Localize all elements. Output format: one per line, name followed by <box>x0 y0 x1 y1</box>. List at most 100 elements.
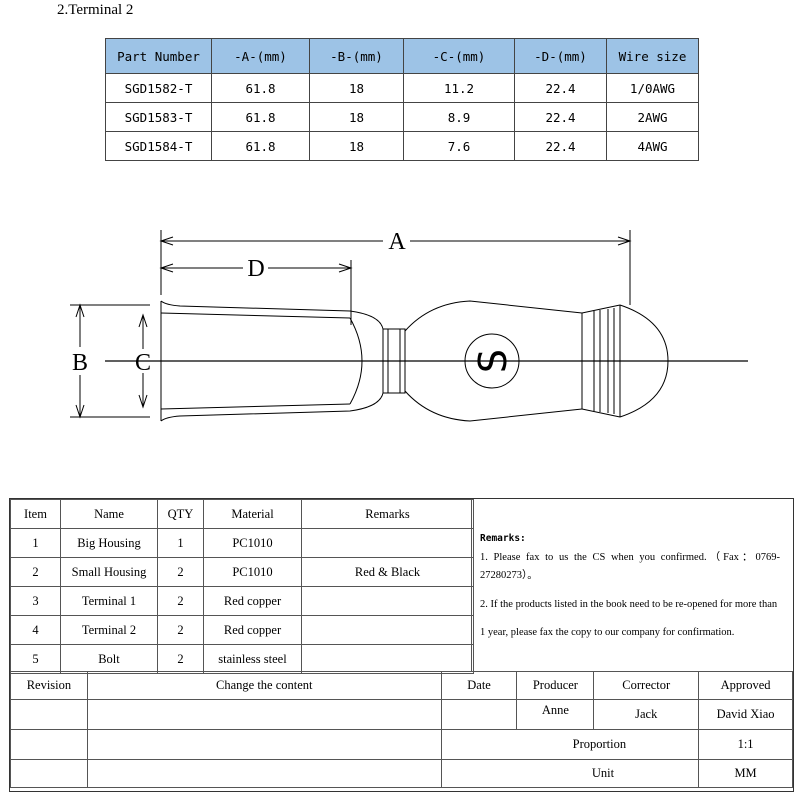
items-cell: 2 <box>157 557 204 587</box>
change-cell <box>86 729 442 760</box>
spec-row: SGD1583-T 61.8 18 8.9 22.4 2AWG <box>105 102 699 132</box>
spec-cell: 61.8 <box>211 131 310 161</box>
spec-table: Part Number -A-(mm) -B-(mm) -C-(mm) -D-(… <box>105 38 699 161</box>
items-header-cell: QTY <box>157 499 204 529</box>
items-cell: Red & Black <box>301 557 474 587</box>
spec-cell: 7.6 <box>403 131 515 161</box>
remarks-line-1: 1. Please fax to us the CS when you conf… <box>480 552 780 581</box>
items-cell: Red copper <box>203 586 302 616</box>
items-header-cell: Name <box>60 499 158 529</box>
unit-row: Unit MM <box>10 759 793 788</box>
revision-names-row: Anne Jack David Xiao <box>10 699 793 730</box>
items-cell: 3 <box>10 586 61 616</box>
dimension-a-label: A <box>388 229 406 255</box>
spec-header-cell: Wire size <box>606 38 699 74</box>
items-cell <box>301 528 474 558</box>
spec-cell: SGD1582-T <box>105 73 212 103</box>
change-cell <box>86 699 442 730</box>
items-cell: 4 <box>10 615 61 645</box>
revision-header: Revision <box>10 671 88 700</box>
page-heading: 2.Terminal 2 <box>57 2 134 18</box>
items-cell: 2 <box>157 615 204 645</box>
spec-cell: 22.4 <box>514 131 607 161</box>
items-cell: PC1010 <box>203 557 302 587</box>
items-cell: Terminal 1 <box>60 586 158 616</box>
producer-name: Anne <box>516 699 595 730</box>
items-cell: PC1010 <box>203 528 302 558</box>
spec-cell: 4AWG <box>606 131 699 161</box>
revision-table: Revision Change the content Date Produce… <box>10 671 793 788</box>
items-row: 2 Small Housing 2 PC1010 Red & Black <box>10 557 474 587</box>
items-cell: Terminal 2 <box>60 615 158 645</box>
bill-of-materials-block: Item Name QTY Material Remarks 1 Big Hou… <box>9 498 794 792</box>
items-header-row: Item Name QTY Material Remarks <box>10 499 474 529</box>
spec-cell: SGD1584-T <box>105 131 212 161</box>
items-row: 1 Big Housing 1 PC1010 <box>10 528 474 558</box>
approved-name: David Xiao <box>698 699 793 730</box>
corrector-name: Jack <box>593 699 700 730</box>
terminal-drawing: A D B C S <box>70 229 748 422</box>
spec-header-cell: -B-(mm) <box>309 38 404 74</box>
unit-label: Unit <box>440 759 700 788</box>
dimension-b-label: B <box>72 350 88 376</box>
items-cell: 1 <box>10 528 61 558</box>
spec-cell: 22.4 <box>514 73 607 103</box>
items-cell: 2 <box>157 644 204 674</box>
remarks-panel: Remarks: 1. Please fax to us the CS when… <box>471 499 794 671</box>
spec-cell: 1/0AWG <box>606 73 699 103</box>
spec-row: SGD1582-T 61.8 18 11.2 22.4 1/0AWG <box>105 73 699 103</box>
items-cell: 2 <box>10 557 61 587</box>
items-cell: 1 <box>157 528 204 558</box>
revision-header-row: Revision Change the content Date Produce… <box>10 671 793 700</box>
spec-cell: 61.8 <box>211 102 310 132</box>
spec-header-cell: -D-(mm) <box>514 38 607 74</box>
spec-cell: 2AWG <box>606 102 699 132</box>
spec-row: SGD1584-T 61.8 18 7.6 22.4 4AWG <box>105 131 699 161</box>
spec-cell: 8.9 <box>403 102 515 132</box>
spec-cell: 11.2 <box>403 73 515 103</box>
spec-cell: SGD1583-T <box>105 102 212 132</box>
items-header-cell: Item <box>10 499 61 529</box>
spec-cell: 18 <box>309 131 404 161</box>
remarks-line-2: 2. If the products listed in the book ne… <box>480 599 778 638</box>
items-cell: Small Housing <box>60 557 158 587</box>
items-cell: 2 <box>157 586 204 616</box>
items-row: 3 Terminal 1 2 Red copper <box>10 586 474 616</box>
proportion-label: Proportion <box>440 729 700 760</box>
dimension-c-label: C <box>135 350 151 376</box>
items-cell: Red copper <box>203 615 302 645</box>
spec-header-cell: -C-(mm) <box>403 38 515 74</box>
proportion-value: 1:1 <box>698 729 793 760</box>
corrector-header: Corrector <box>593 671 700 700</box>
items-cell: Big Housing <box>60 528 158 558</box>
spec-header-cell: -A-(mm) <box>211 38 310 74</box>
items-cell: Bolt <box>60 644 158 674</box>
spec-header-cell: Part Number <box>105 38 212 74</box>
date-cell <box>440 699 518 730</box>
spec-cell: 61.8 <box>211 73 310 103</box>
items-row: 5 Bolt 2 stainless steel <box>10 644 474 674</box>
items-header-cell: Material <box>203 499 302 529</box>
unit-value: MM <box>698 759 793 788</box>
remarks-title: Remarks: <box>480 533 526 544</box>
change-cell <box>86 759 442 788</box>
date-header: Date <box>440 671 518 700</box>
items-cell <box>301 644 474 674</box>
spec-cell: 18 <box>309 102 404 132</box>
revision-cell <box>10 729 88 760</box>
spec-cell: 18 <box>309 73 404 103</box>
items-row: 4 Terminal 2 2 Red copper <box>10 615 474 645</box>
revision-cell <box>10 699 88 730</box>
items-cell: stainless steel <box>203 644 302 674</box>
items-cell: 5 <box>10 644 61 674</box>
change-content-header: Change the content <box>86 671 442 700</box>
spec-header-row: Part Number -A-(mm) -B-(mm) -C-(mm) -D-(… <box>105 38 699 74</box>
approved-header: Approved <box>698 671 793 700</box>
spec-cell: 22.4 <box>514 102 607 132</box>
revision-cell <box>10 759 88 788</box>
items-table: Item Name QTY Material Remarks 1 Big Hou… <box>10 499 474 674</box>
items-cell <box>301 615 474 645</box>
items-header-cell: Remarks <box>301 499 474 529</box>
producer-header: Producer <box>516 671 595 700</box>
items-cell <box>301 586 474 616</box>
